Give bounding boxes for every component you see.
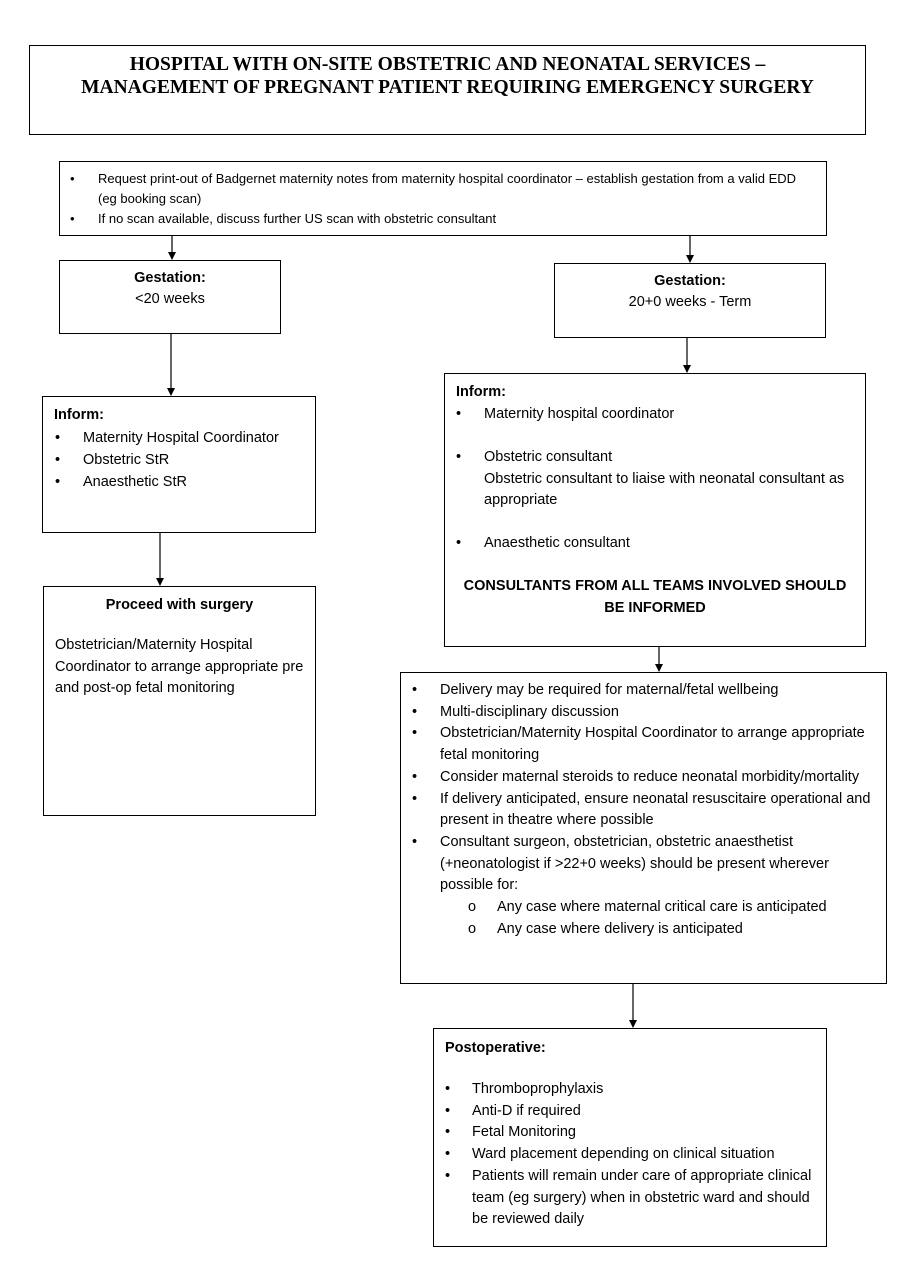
list-item-text: Anaesthetic consultant [484, 535, 630, 551]
delivery-list: Delivery may be required for maternal/fe… [401, 680, 871, 940]
list-item-text: Maternity hospital coordinator [484, 406, 675, 422]
list-item: If no scan available, discuss further US… [60, 209, 818, 229]
list-item: Obstetric StR [43, 449, 303, 471]
delivery-considerations-box: Delivery may be required for maternal/fe… [400, 672, 887, 984]
initial-steps-list: Request print-out of Badgernet maternity… [60, 169, 818, 229]
delivery-sublist: Any case where maternal critical care is… [440, 897, 871, 940]
list-item: Consider maternal steroids to reduce neo… [401, 767, 871, 789]
gestation-20-to-term-box: Gestation: 20+0 weeks - Term [554, 263, 826, 338]
gestation-value: 20+0 weeks - Term [628, 294, 752, 310]
inform-left-box: Inform: Maternity Hospital Coordinator O… [42, 396, 316, 533]
postoperative-heading: Postoperative: [445, 1040, 546, 1056]
list-item: Maternity hospital coordinator [445, 404, 845, 426]
inform-list: Maternity hospital coordinator Obstetric… [445, 404, 845, 576]
list-item: Anti-D if required [434, 1101, 819, 1123]
list-item-text: Obstetric consultant [484, 449, 613, 465]
sub-list-item: Any case where delivery is anticipated [440, 919, 871, 941]
consultants-emphasis-note: CONSULTANTS FROM ALL TEAMS INVOLVED SHOU… [463, 578, 847, 616]
list-item: Obstetrician/Maternity Hospital Coordina… [401, 723, 871, 766]
inform-heading: Inform: [456, 384, 506, 400]
title-box: HOSPITAL WITH ON-SITE OBSTETRIC AND NEON… [29, 45, 866, 135]
list-item: Anaesthetic StR [43, 471, 303, 493]
list-item: Fetal Monitoring [434, 1122, 819, 1144]
list-item-note: Obstetric consultant to liaise with neon… [484, 470, 845, 509]
gestation-value: <20 weeks [135, 291, 205, 307]
inform-heading: Inform: [54, 407, 104, 423]
initial-steps-box: Request print-out of Badgernet maternity… [59, 161, 827, 236]
sub-list-item: Any case where maternal critical care is… [440, 897, 871, 919]
proceed-heading: Proceed with surgery [105, 597, 254, 613]
list-item: Maternity Hospital Coordinator [43, 427, 303, 449]
list-item-text: Consultant surgeon, obstetrician, obstet… [440, 833, 829, 894]
list-item: Request print-out of Badgernet maternity… [60, 169, 818, 209]
proceed-with-surgery-box: Proceed with surgery Obstetrician/Matern… [43, 586, 316, 816]
inform-list: Maternity Hospital Coordinator Obstetric… [43, 427, 303, 493]
list-item: If delivery anticipated, ensure neonatal… [401, 789, 871, 832]
list-item: Ward placement depending on clinical sit… [434, 1144, 819, 1166]
postoperative-list: Thromboprophylaxis Anti-D if required Fe… [434, 1079, 819, 1231]
postoperative-box: Postoperative: Thromboprophylaxis Anti-D… [433, 1028, 827, 1247]
list-item: Multi-disciplinary discussion [401, 702, 871, 724]
list-item: Thromboprophylaxis [434, 1079, 819, 1101]
inform-right-box: Inform: Maternity hospital coordinator O… [444, 373, 866, 647]
page-title: HOSPITAL WITH ON-SITE OBSTETRIC AND NEON… [81, 54, 814, 98]
gestation-heading: Gestation: [654, 273, 726, 289]
list-item: Patients will remain under care of appro… [434, 1166, 819, 1231]
proceed-text: Obstetrician/Maternity Hospital Coordina… [55, 637, 304, 696]
gestation-under-20-box: Gestation: <20 weeks [59, 260, 281, 334]
list-item: Anaesthetic consultant [445, 533, 845, 555]
list-item: Consultant surgeon, obstetrician, obstet… [401, 832, 871, 941]
list-item: Delivery may be required for maternal/fe… [401, 680, 871, 702]
gestation-heading: Gestation: [134, 270, 206, 286]
